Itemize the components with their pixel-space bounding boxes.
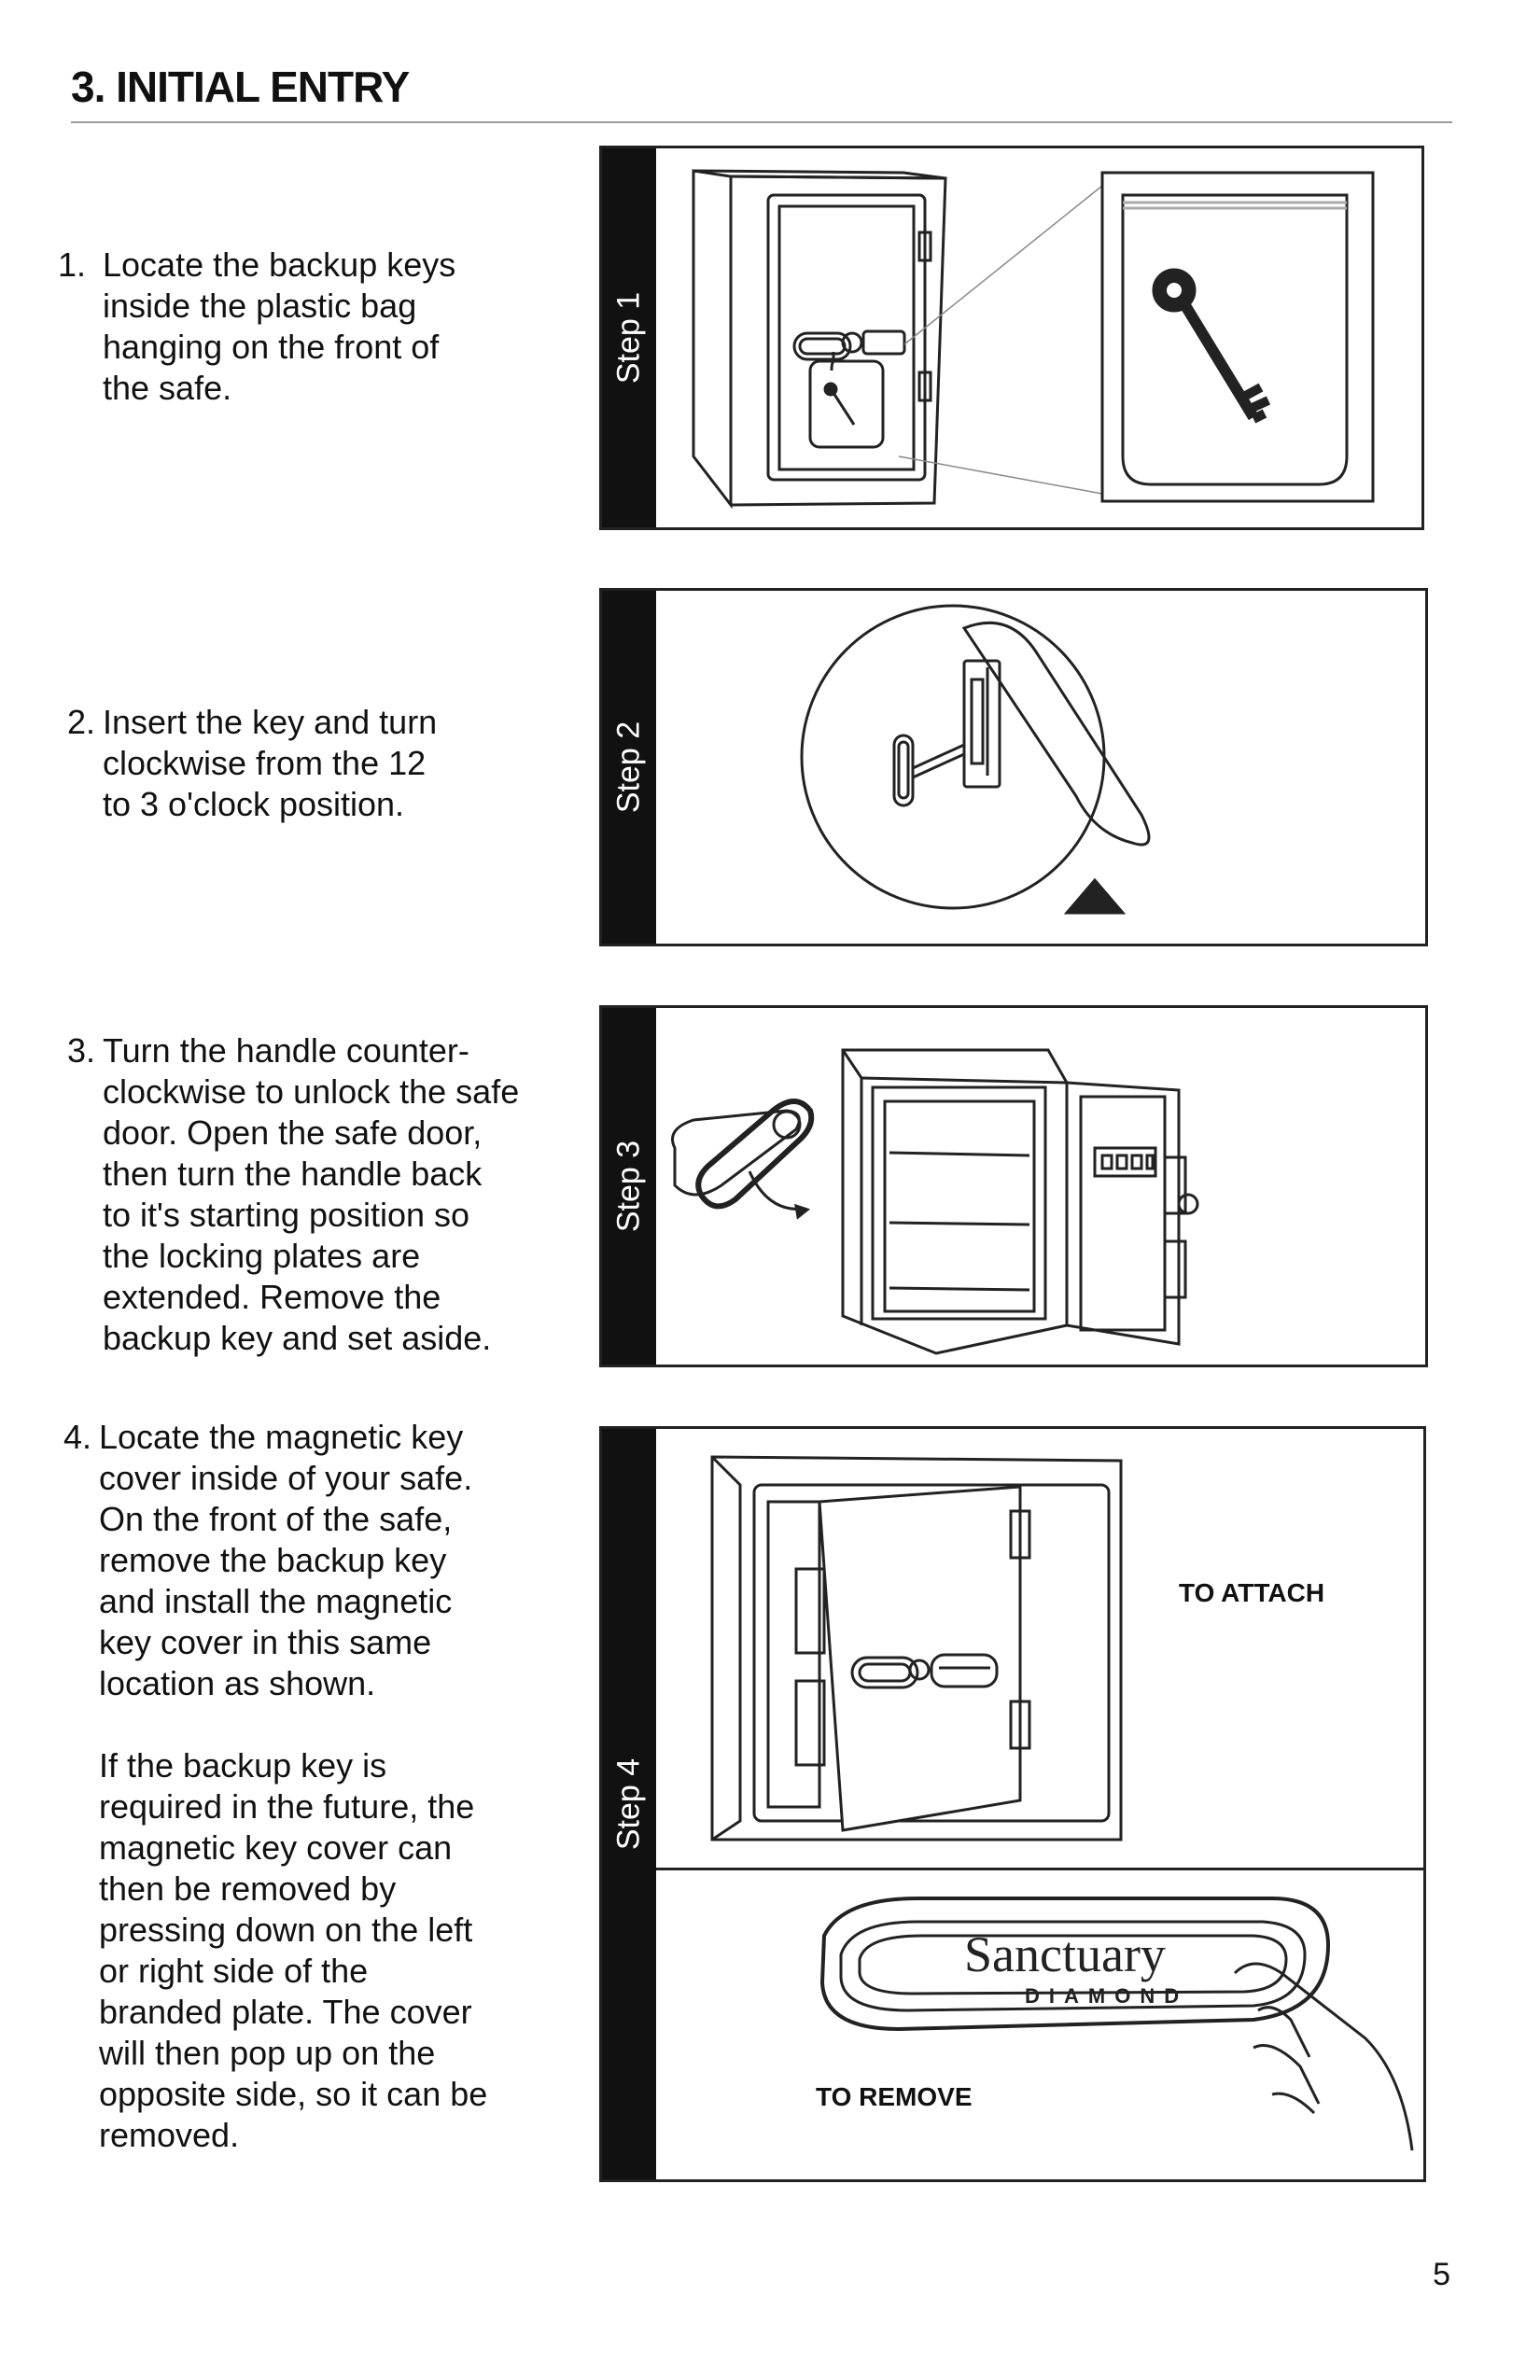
step-3-illustration-panel: Step 3 [599, 1005, 1428, 1367]
step-4-attach-cover-illustration [656, 1429, 1423, 1866]
step-3-tab: Step 3 [602, 1008, 656, 1365]
step-2-illustration-panel: Step 2 [599, 588, 1428, 946]
step-1-text: Locate the backup keys inside the plasti… [58, 245, 455, 409]
to-remove-caption: TO REMOVE [816, 2082, 973, 2112]
brand-plate-name: Sanctuary [964, 1926, 1166, 1982]
step-2-text: Insert the key and turn clockwise from t… [58, 702, 437, 825]
step-4-number: 4. [63, 1417, 91, 1458]
step-4-tab: Step 4 [602, 1429, 656, 2179]
brand-plate-sub: DIAMOND [1025, 1984, 1188, 2008]
step-2-tab-label: Step 2 [611, 721, 648, 813]
step-3-open-safe-illustration [656, 1008, 1425, 1365]
step-1-number: 1. [58, 245, 86, 286]
page-number: 5 [1433, 2257, 1450, 2293]
step-3-tab-label: Step 3 [611, 1141, 648, 1232]
step-2-key-turn-illustration [656, 591, 1425, 944]
step-3-instruction: 3. Turn the handle counter- clockwise to… [58, 1030, 519, 1359]
step-2-instruction: 2. Insert the key and turn clockwise fro… [58, 702, 437, 825]
step-4-instruction: 4. Locate the magnetic key cover inside … [58, 1417, 487, 2156]
title-divider [71, 121, 1452, 123]
step-4-tab-label: Step 4 [611, 1758, 648, 1850]
step-1-instruction: 1. Locate the backup keys inside the pla… [58, 245, 455, 409]
to-attach-caption: TO ATTACH [1179, 1578, 1324, 1608]
step-2-tab: Step 2 [602, 591, 656, 944]
step-1-tab-label: Step 1 [611, 292, 648, 384]
step-1-safe-illustration [656, 148, 1421, 527]
step-1-illustration-panel: Step 1 [599, 146, 1424, 530]
step-4-illustration-panel: Step 4 TO ATTACH Sanctuary DIAMOND TO RE… [599, 1426, 1426, 2182]
step-3-number: 3. [67, 1030, 95, 1071]
step-1-tab: Step 1 [602, 148, 656, 527]
step-4-text: Locate the magnetic key cover inside of … [58, 1417, 487, 2156]
step-3-text: Turn the handle counter- clockwise to un… [58, 1030, 519, 1359]
step-2-number: 2. [67, 702, 95, 743]
step-4-remove-cover-illustration: Sanctuary DIAMOND [656, 1870, 1423, 2178]
page-title: 3. INITIAL ENTRY [71, 62, 409, 112]
